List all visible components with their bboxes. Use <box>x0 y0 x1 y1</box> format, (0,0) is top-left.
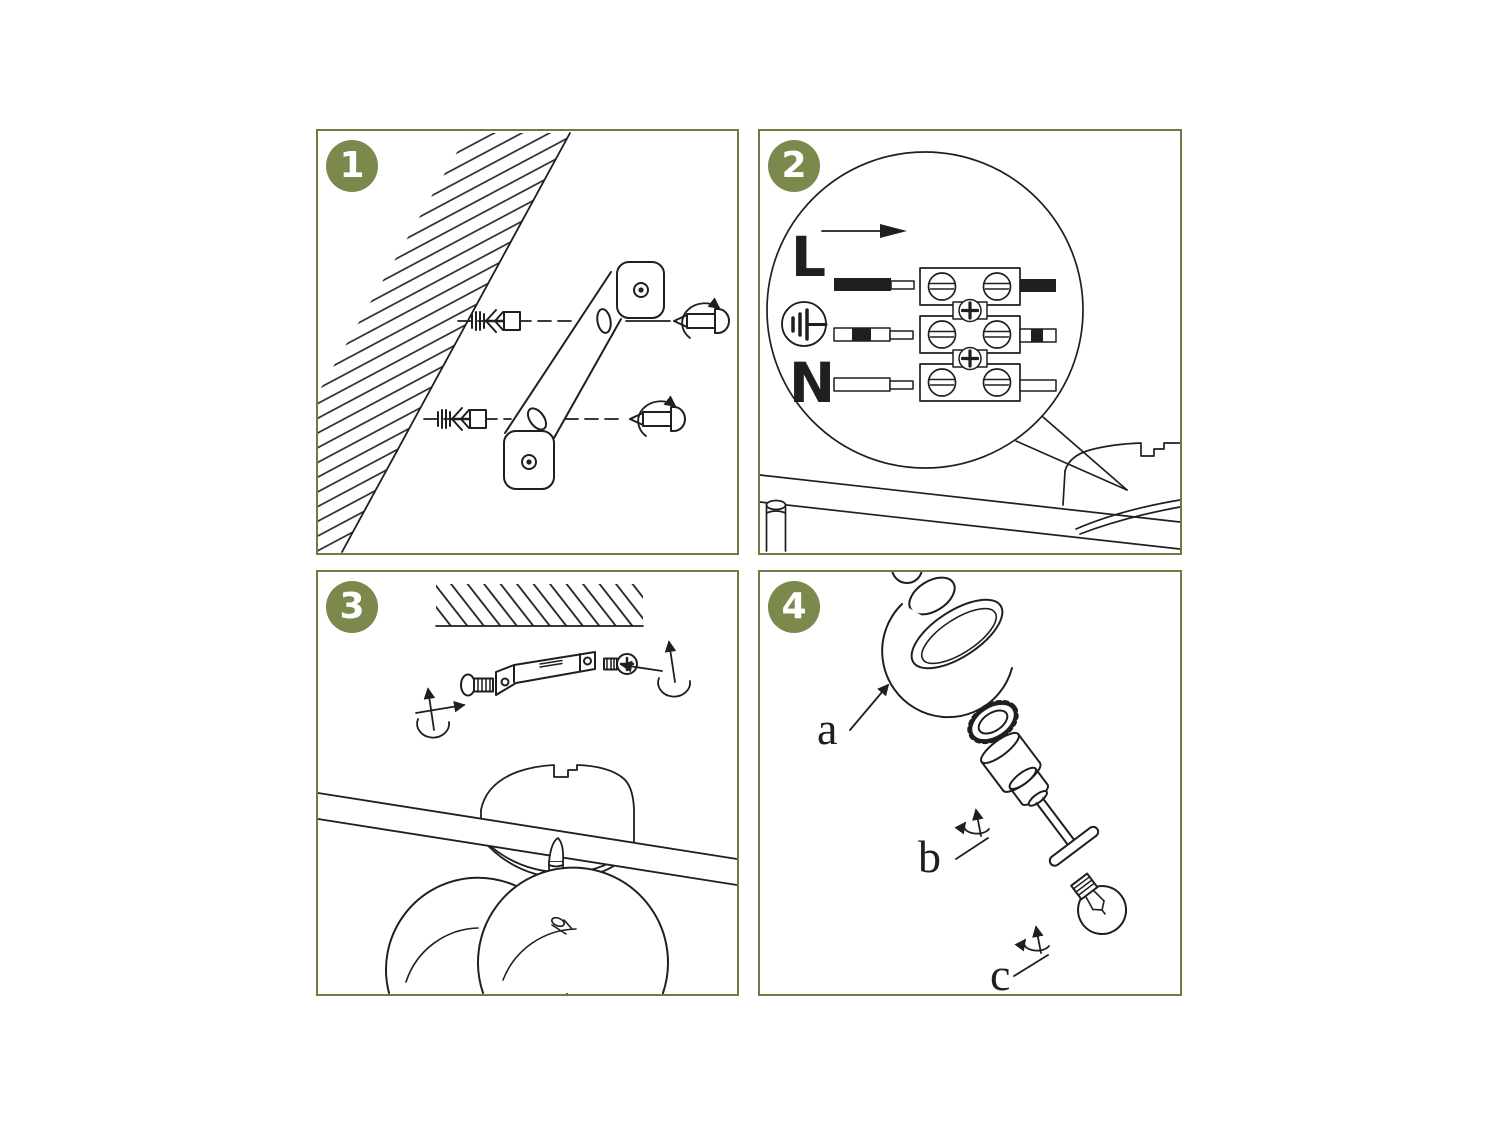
rotate-arrow-icon <box>681 297 721 339</box>
step-4-panel: 4 <box>758 570 1182 996</box>
mounting-screw-bottom <box>629 395 686 437</box>
lamp-shades <box>385 866 669 994</box>
wall-mounting-illustration <box>318 132 730 553</box>
fixture-bar <box>318 792 737 886</box>
wall-bracket <box>503 261 665 490</box>
step-2-panel: 2 <box>758 129 1182 555</box>
step-number-badge: 3 <box>326 581 378 633</box>
light-bulb <box>1070 872 1128 935</box>
fixture-wires <box>1019 279 1057 392</box>
ceiling-bracket <box>495 651 596 696</box>
step-1-panel: 1 <box>316 129 739 555</box>
ceiling-canopy-sketch <box>1062 442 1180 506</box>
wiring-diagram-illustration: L N <box>760 151 1180 552</box>
canopy-bottom-rim <box>1075 499 1180 535</box>
fixture-bar <box>760 474 1180 550</box>
wall-anchor-bottom <box>437 407 487 431</box>
live-wire-label: L <box>791 225 826 289</box>
step-3-panel: 3 <box>316 570 739 996</box>
retaining-ring <box>967 699 1019 745</box>
part-label-a: a <box>817 703 837 754</box>
mounting-screw-top <box>673 297 730 339</box>
stem-joint <box>551 916 573 935</box>
terminal-block <box>919 267 1021 402</box>
earth-ground-icon <box>781 301 828 347</box>
callout-bubble <box>766 151 1128 491</box>
live-wire <box>834 278 915 291</box>
wall-hatching <box>318 132 571 553</box>
part-label-b: b <box>918 831 941 882</box>
neutral-wire <box>833 377 914 392</box>
part-label-c: c <box>990 949 1010 994</box>
lamp-socket <box>980 731 1100 867</box>
lamp-assembly-illustration: a b c <box>817 572 1128 994</box>
rotate-arrow-icon <box>637 395 677 437</box>
label-c-twist-arrow-icon <box>1013 925 1050 977</box>
bracket-screw-right <box>603 653 638 675</box>
earth-wire <box>833 327 914 342</box>
rotate-arrow-left-icon <box>415 687 466 739</box>
step-number-badge: 4 <box>768 581 820 633</box>
step-number-badge: 2 <box>768 140 820 192</box>
lamp-stem-stub <box>765 499 787 552</box>
rotate-arrow-right-icon <box>620 640 691 698</box>
direction-arrow-icon <box>821 224 907 238</box>
label-b-twist-arrow-icon <box>954 808 990 860</box>
label-a-leader-arrow <box>849 683 890 731</box>
lamp-shade <box>881 598 1013 719</box>
terminal-screws <box>927 272 1012 397</box>
bracket-screw-left <box>460 673 494 697</box>
wall-anchor-top <box>471 309 521 333</box>
step-number-badge: 1 <box>326 140 378 192</box>
ceiling-hatching <box>435 584 644 627</box>
clamp-cross-screws <box>958 298 982 371</box>
ceiling-bracket-illustration <box>318 584 737 994</box>
neutral-wire-label: N <box>789 351 835 415</box>
